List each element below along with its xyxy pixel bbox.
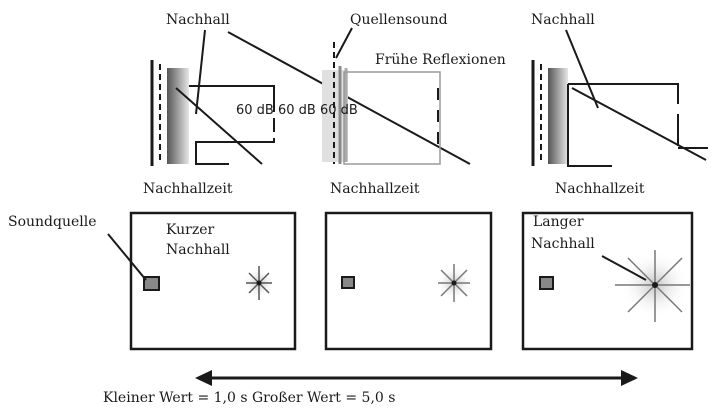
pointer-langer-nachhall [601,255,647,281]
room-short-reverb [107,211,297,351]
label-nachhallzeit-right: Nachhallzeit [555,181,645,197]
decay-box-left [189,85,275,165]
label-nachhallzeit-middle: Nachhallzeit [330,181,420,197]
label-nachhall-left: Nachhall [166,12,230,28]
decay-box-middle [343,71,441,165]
reverb-burst-medium [436,264,472,302]
label-nachhall-long: Nachhall [531,236,595,252]
room-medium-reverb [324,211,493,351]
label-db-values: 60 dB 60 dB 60 dB [236,103,358,118]
sound-source-square-3 [539,276,554,290]
diagonal-connector [227,31,471,165]
sound-source-square-1 [143,276,160,291]
reverb-burst-long [615,250,690,322]
pointer-nachhall-right [565,29,599,109]
early-reflections-block-left [167,68,189,164]
room-long-reverb [521,211,694,351]
pointer-soundquelle [107,233,147,281]
label-nachhall-short: Nachhall [166,242,230,258]
label-fruehe-reflexionen: Frühe Reflexionen [375,52,506,68]
panel-top-middle [322,27,441,165]
pointer-quellensound [335,27,353,59]
panel-top-left [150,29,275,166]
decay-box-right [567,83,708,167]
label-soundquelle: Soundquelle [8,214,97,230]
label-nachhall-right: Nachhall [531,12,595,28]
early-reflections-block-right [548,68,568,164]
scale-caption: Kleiner Wert = 1,0 s Großer Wert = 5,0 s [103,390,396,406]
sound-source-square-2 [341,276,355,289]
panel-top-right [531,29,708,167]
reverb-burst-short [243,266,275,300]
label-kurzer: Kurzer [166,222,215,238]
scale-arrow [195,370,638,386]
label-langer: Langer [533,214,584,230]
label-quellensound: Quellensound [350,12,448,28]
pointer-nachhall-left [195,29,206,115]
label-nachhallzeit-left: Nachhallzeit [143,181,233,197]
